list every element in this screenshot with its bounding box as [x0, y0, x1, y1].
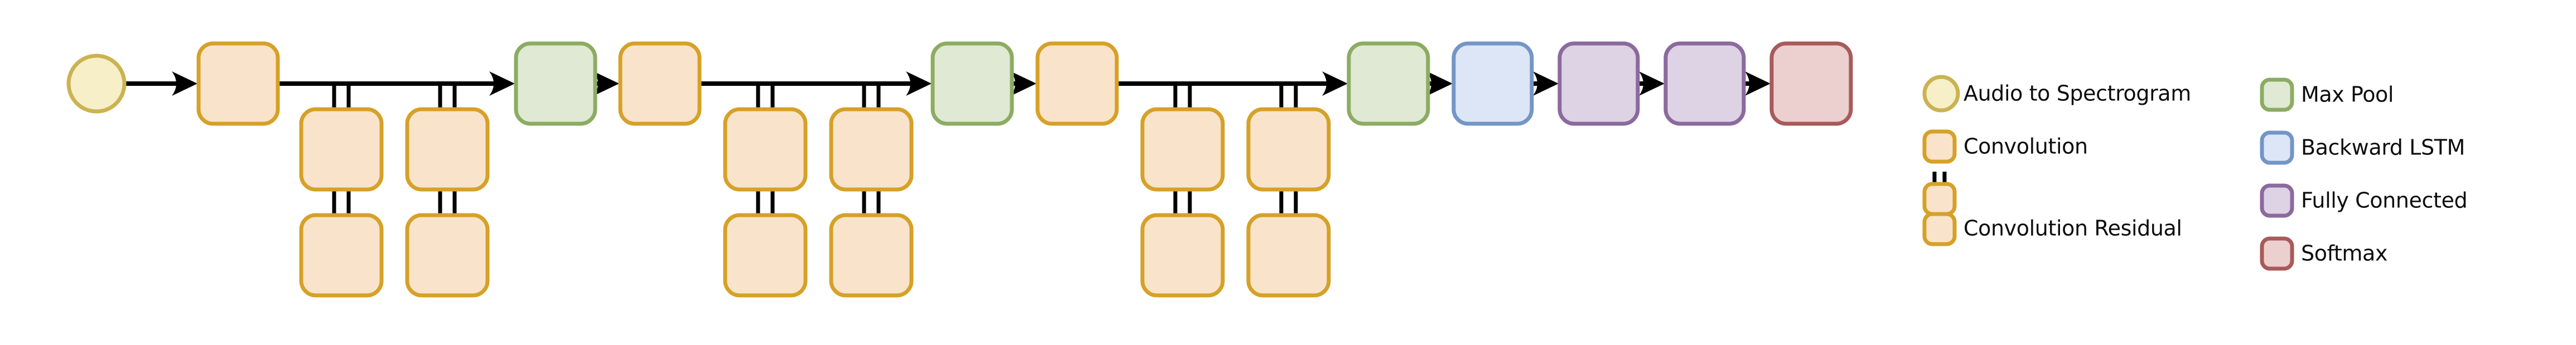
node-fc2[interactable] [1663, 41, 1746, 126]
legend-swatch-convolution-residual-top-icon [1922, 182, 1957, 216]
flow-arrow [1117, 71, 1348, 96]
node-conv2_res_a1[interactable] [723, 107, 808, 192]
node-conv1_res_b1[interactable] [405, 107, 490, 192]
residual-connector [1173, 84, 1192, 109]
residual-connector [862, 189, 881, 215]
flow-arrow [278, 71, 515, 96]
node-conv1_res_a2[interactable] [299, 213, 384, 298]
legend-item-audio-to-spectrogram[interactable]: Audio to Spectrogram [1922, 75, 2191, 113]
legend-swatch-convolution-icon [1922, 129, 1957, 164]
flow-arrow [700, 71, 932, 96]
node-lstm[interactable] [1451, 41, 1534, 126]
legend-item-convolution-residual[interactable]: Convolution Residual [1922, 172, 2182, 246]
node-audio[interactable] [66, 54, 127, 114]
legend-label-softmax: Softmax [2301, 241, 2387, 266]
legend-layer: Audio to SpectrogramConvolutionConvoluti… [1922, 75, 2468, 271]
node-pool2[interactable] [930, 41, 1014, 126]
flow-arrows-layer [124, 71, 1771, 96]
legend-item-backward-lstm[interactable]: Backward LSTM [2260, 130, 2465, 165]
node-conv3_res_a1[interactable] [1140, 107, 1225, 192]
legend-item-fully-connected[interactable]: Fully Connected [2260, 183, 2468, 218]
residual-connector [332, 189, 351, 215]
flow-arrow [1638, 71, 1665, 96]
residual-connectors-layer [332, 84, 1298, 215]
legend-swatch-fully-connected-icon [2260, 183, 2294, 218]
legend-column-left: Audio to SpectrogramConvolutionConvoluti… [1922, 75, 2191, 246]
legend-label-max-pool: Max Pool [2301, 82, 2394, 107]
legend-swatch-softmax-icon [2260, 236, 2294, 271]
residual-connector [862, 84, 881, 109]
flow-arrow [124, 71, 197, 96]
legend-swatch-max-pool-icon [2260, 77, 2294, 112]
flow-arrow [594, 71, 619, 96]
legend-swatch-backward-lstm-icon [2260, 130, 2294, 165]
node-conv1_res_b2[interactable] [405, 213, 490, 298]
residual-connector [438, 84, 457, 109]
legend-label-convolution-residual: Convolution Residual [1964, 216, 2182, 241]
legend-swatch-convolution-residual-bottom-icon [1922, 212, 1957, 246]
residual-connector [1279, 189, 1298, 215]
node-pool1[interactable] [514, 41, 597, 126]
node-conv2[interactable] [618, 41, 702, 126]
residual-connector [756, 189, 775, 215]
residual-connector [1173, 189, 1192, 215]
legend-label-audio-to-spectrogram: Audio to Spectrogram [1964, 81, 2191, 106]
flow-arrow [1427, 71, 1453, 96]
legend-item-softmax[interactable]: Softmax [2260, 236, 2387, 271]
node-conv3[interactable] [1035, 41, 1119, 126]
legend-item-convolution[interactable]: Convolution [1922, 129, 2088, 164]
node-softmax[interactable] [1769, 41, 1853, 126]
node-conv2_res_b2[interactable] [829, 213, 914, 298]
node-fc1[interactable] [1557, 41, 1640, 126]
residual-connector [1279, 84, 1298, 109]
node-conv2_res_b1[interactable] [829, 107, 914, 192]
flow-arrow [1744, 71, 1771, 96]
legend-label-convolution: Convolution [1964, 134, 2088, 159]
residual-connector [756, 84, 775, 109]
flow-arrow [1011, 71, 1036, 96]
legend-label-fully-connected: Fully Connected [2301, 188, 2467, 213]
node-conv3_res_b1[interactable] [1246, 107, 1331, 192]
node-conv1_res_a1[interactable] [299, 107, 384, 192]
flow-arrow [1532, 71, 1559, 96]
legend-label-backward-lstm: Backward LSTM [2301, 135, 2465, 160]
node-conv1[interactable] [196, 41, 280, 126]
node-conv2_res_a2[interactable] [723, 213, 808, 298]
legend-swatch-audio-to-spectrogram-icon [1922, 75, 1960, 113]
residual-connector [438, 189, 457, 215]
legend-item-max-pool[interactable]: Max Pool [2260, 77, 2394, 112]
network-nodes-layer [66, 41, 1853, 298]
node-conv3_res_b2[interactable] [1246, 213, 1331, 298]
node-conv3_res_a2[interactable] [1140, 213, 1225, 298]
residual-connector [332, 84, 351, 109]
node-pool3[interactable] [1347, 41, 1430, 126]
